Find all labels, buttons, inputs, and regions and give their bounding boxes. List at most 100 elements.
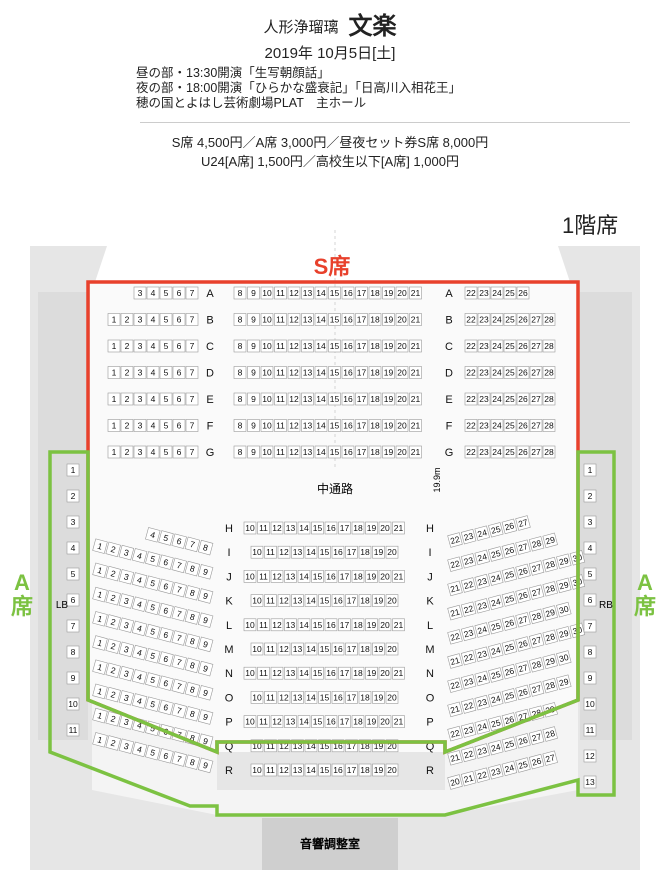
seat[interactable]: 3 [118,641,135,658]
seat[interactable]: 1 [66,463,80,477]
seat[interactable]: 16 [331,642,345,656]
seat[interactable]: 26 [516,419,530,432]
seat[interactable]: 12 [287,419,301,432]
seat[interactable]: 10 [243,618,257,632]
seat[interactable]: 2 [105,638,121,654]
seat[interactable]: 23 [477,339,491,353]
seat[interactable]: 15 [328,313,341,326]
seat[interactable]: 3 [118,690,135,706]
seat[interactable]: 20 [395,339,409,353]
seat[interactable]: 13 [284,521,297,535]
seat[interactable]: 19 [382,366,395,379]
seat[interactable]: 15 [318,594,331,607]
seat[interactable]: 10 [260,366,274,379]
seat[interactable]: 27 [528,560,545,576]
seat[interactable]: 15 [318,545,331,559]
seat[interactable]: 2 [120,339,134,353]
seat[interactable]: 2 [120,445,134,459]
seat[interactable]: 1 [92,659,108,675]
seat[interactable]: 18 [368,366,382,379]
seat[interactable]: 28 [528,608,545,625]
seat[interactable]: 6 [158,651,174,667]
seat[interactable]: 4 [146,286,160,300]
seat[interactable]: 11 [264,691,277,704]
seat[interactable]: 5 [145,744,161,761]
seat[interactable]: 1 [92,732,108,748]
seat[interactable]: 22 [447,629,463,645]
seat[interactable]: 15 [328,366,341,379]
seat[interactable]: 23 [460,674,477,690]
seat[interactable]: 17 [338,570,351,583]
seat[interactable]: 28 [542,445,556,459]
seat[interactable]: 19 [382,313,395,326]
seat[interactable]: 5 [66,567,80,581]
seat[interactable]: 14 [314,419,328,432]
seat[interactable]: 26 [501,615,518,631]
seat[interactable]: 8 [184,706,201,722]
seat[interactable]: 3 [118,617,135,633]
seat[interactable]: 12 [287,366,301,379]
seat[interactable]: 29 [556,674,572,690]
seat[interactable]: 23 [474,646,490,662]
seat[interactable]: 21 [447,701,463,718]
seat[interactable]: 10 [66,697,80,711]
seat[interactable]: 9 [247,419,260,432]
seat[interactable]: 27 [528,632,545,649]
seat[interactable]: 29 [556,626,572,642]
seat[interactable]: 11 [274,313,287,326]
seat[interactable]: 28 [542,392,556,406]
seat[interactable]: 8 [233,366,247,379]
seat[interactable]: 26 [516,445,530,459]
seat[interactable]: 5 [159,339,173,353]
seat[interactable]: 4 [131,644,148,661]
seat[interactable]: 22 [464,339,478,353]
seat[interactable]: 24 [474,549,490,566]
seat[interactable]: 15 [318,642,331,656]
seat[interactable]: 16 [331,594,345,607]
seat[interactable]: 26 [501,542,518,559]
seat[interactable]: 16 [324,715,338,728]
seat[interactable]: 5 [145,672,161,688]
seat[interactable]: 21 [409,419,422,432]
seat[interactable]: 18 [368,339,382,353]
seat[interactable]: 19 [372,594,385,607]
seat[interactable]: 7 [184,536,201,553]
seat[interactable]: 2 [105,541,121,558]
seat[interactable]: 24 [488,739,504,756]
seat[interactable]: 5 [145,648,161,664]
seat[interactable]: 12 [270,666,284,680]
seat[interactable]: 7 [185,445,199,459]
seat[interactable]: 14 [297,666,311,680]
seat[interactable]: 8 [233,286,247,300]
seat[interactable]: 18 [358,642,372,656]
seat[interactable]: 16 [331,763,345,777]
seat[interactable]: 1 [92,611,108,627]
seat[interactable]: 1 [92,586,108,603]
seat[interactable]: 12 [277,642,291,656]
seat[interactable]: 18 [368,445,382,459]
seat[interactable]: 13 [284,618,297,632]
seat[interactable]: 14 [314,445,328,459]
seat[interactable]: 28 [542,726,558,742]
seat[interactable]: 6 [172,392,186,406]
seat[interactable]: 20 [395,392,409,406]
seat[interactable]: 18 [351,570,365,583]
seat[interactable]: 23 [460,528,477,545]
seat[interactable]: 24 [490,445,504,459]
seat[interactable]: 12 [270,715,284,728]
seat[interactable]: 15 [311,715,324,728]
seat[interactable]: 25 [515,757,531,773]
seat[interactable]: 29 [556,553,572,569]
seat[interactable]: 20 [395,445,409,459]
seat[interactable]: 8 [184,681,201,698]
seat[interactable]: 17 [338,666,351,680]
seat[interactable]: 19 [372,545,385,559]
seat[interactable]: 3 [118,593,135,609]
seat[interactable]: 29 [542,605,558,621]
seat[interactable]: 24 [490,313,504,326]
seat[interactable]: 13 [301,392,314,406]
seat[interactable]: 25 [503,392,517,406]
seat[interactable]: 28 [542,313,556,326]
seat[interactable]: 29 [556,577,572,594]
seat[interactable]: 6 [158,578,174,595]
